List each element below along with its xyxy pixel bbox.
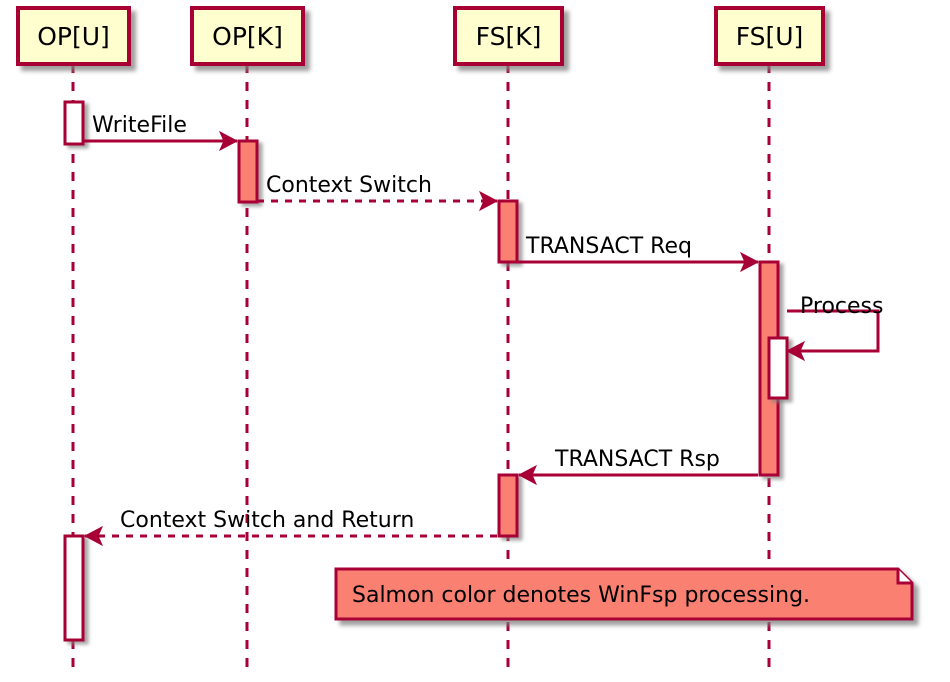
arrowhead-msg-transact-req — [739, 251, 760, 273]
note-layer: Salmon color denotes WinFsp processing. — [334, 567, 914, 621]
participant-label-fs-k: FS[K] — [476, 22, 542, 51]
activation-act-op-k-1 — [237, 139, 259, 204]
message-msg-context-switch[interactable]: Context Switch — [257, 173, 499, 212]
message-msg-writefile[interactable]: WriteFile — [83, 113, 239, 152]
participant-box-op-u — [16, 6, 131, 66]
participant-label-op-k: OP[K] — [212, 22, 283, 51]
participant-op-k[interactable]: OP[K] — [190, 6, 305, 66]
note-box: Salmon color denotes WinFsp processing. — [334, 567, 914, 621]
message-label-msg-context-switch: Context Switch — [266, 173, 432, 198]
participant-fs-u[interactable]: FS[U] — [714, 6, 825, 66]
note-text: Salmon color denotes WinFsp processing. — [352, 583, 810, 608]
activation-act-fs-k-2 — [497, 473, 519, 538]
participant-label-op-u: OP[U] — [37, 22, 110, 51]
participant-fs-k[interactable]: FS[K] — [453, 6, 564, 66]
participant-label-fs-u: FS[U] — [736, 22, 804, 51]
activation-act-fs-k-1 — [497, 199, 519, 264]
message-msg-transact-req[interactable]: TRANSACT Req — [517, 234, 760, 273]
participant-box-fs-u — [714, 6, 825, 66]
arrowhead-msg-context-switch-return — [83, 525, 104, 547]
message-label-msg-writefile: WriteFile — [92, 113, 187, 138]
message-label-msg-context-switch-return: Context Switch and Return — [120, 508, 414, 533]
activation-act-fs-u-2 — [767, 336, 789, 400]
arrowhead-msg-context-switch — [478, 190, 499, 212]
activation-act-op-u-1 — [63, 100, 85, 146]
arrowhead-msg-transact-rsp — [517, 464, 538, 486]
message-label-msg-transact-req: TRANSACT Req — [525, 234, 692, 259]
arrowhead-msg-process — [785, 340, 806, 362]
note-fold-corner — [896, 569, 912, 585]
message-label-msg-process: Process — [800, 294, 883, 319]
message-path-msg-process — [787, 309, 880, 353]
participant-op-u[interactable]: OP[U] — [16, 6, 131, 66]
arrowhead-msg-writefile — [218, 130, 239, 152]
message-msg-transact-rsp[interactable]: TRANSACT Rsp — [517, 447, 758, 486]
activations-layer — [63, 100, 789, 642]
participant-box-fs-k — [453, 6, 564, 66]
participant-box-op-k — [190, 6, 305, 66]
activation-act-op-u-2 — [63, 534, 85, 642]
note-shape — [334, 567, 914, 621]
message-msg-context-switch-return[interactable]: Context Switch and Return — [83, 508, 497, 547]
participants-layer: OP[U] OP[K] FS[K] FS[U] — [16, 6, 825, 66]
message-label-msg-transact-rsp: TRANSACT Rsp — [554, 447, 720, 472]
message-msg-process[interactable]: Process — [785, 294, 883, 362]
